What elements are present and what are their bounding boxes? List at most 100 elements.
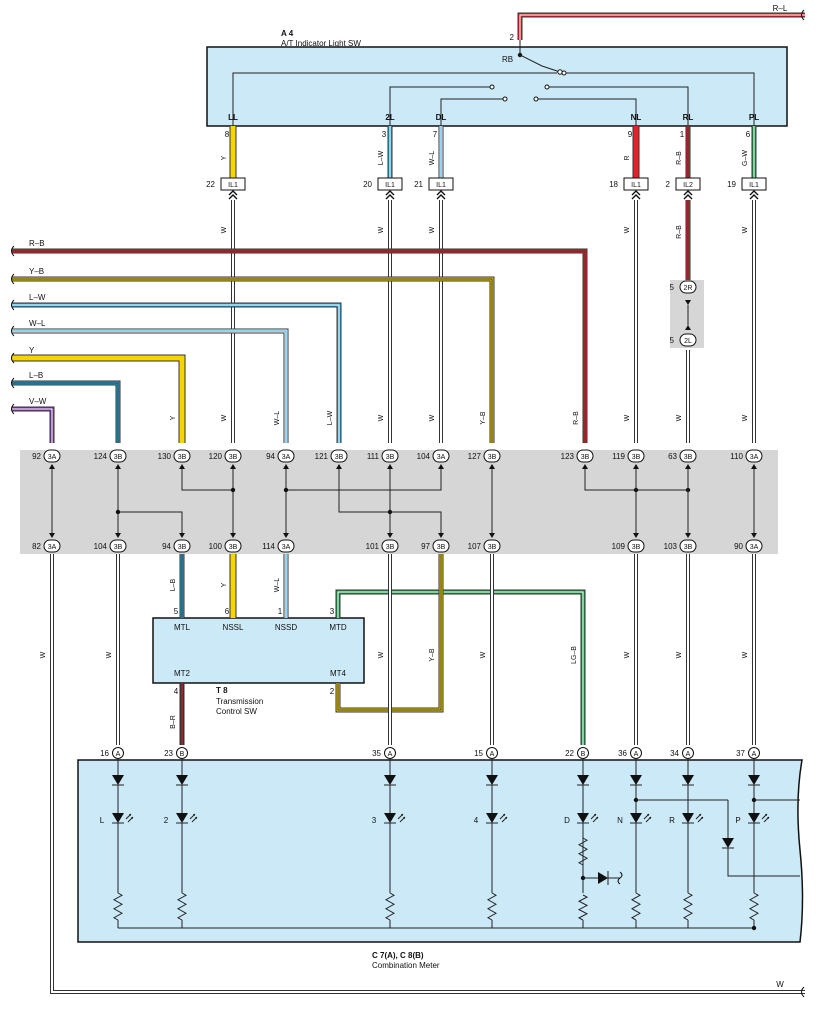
- junction-connector-bottom-label: 3B: [488, 544, 497, 551]
- junction-pin: 130: [158, 452, 172, 461]
- t8-terminal-label: MT2: [174, 669, 191, 678]
- diode: [630, 775, 642, 785]
- switch-t8-body: [152, 617, 365, 684]
- arrow-head: [751, 533, 757, 538]
- t8-terminal-label: NSSL: [223, 623, 244, 632]
- diode: [176, 813, 188, 823]
- wire-color-label: Y: [221, 155, 228, 160]
- wire-color-label: W: [378, 651, 385, 658]
- ground-junction: [751, 925, 757, 931]
- a4-pin-number: 9: [628, 130, 633, 139]
- meter-connector-label: A: [634, 751, 639, 758]
- resistor: [112, 892, 124, 921]
- meter-pin-number: 23: [164, 749, 173, 758]
- arrow-head: [633, 464, 639, 469]
- switch-trace-nl: [538, 98, 637, 126]
- meter-connector-label: A: [116, 751, 121, 758]
- meter-connector: [112, 747, 124, 759]
- meter-pin-number: 35: [372, 749, 381, 758]
- a4-pin-number: 6: [746, 130, 751, 139]
- t8-terminal-label: MTD: [329, 623, 347, 632]
- wire-supply: [518, 13, 805, 40]
- a4-pin-number: 8: [225, 130, 230, 139]
- junction-pin: 97: [421, 542, 430, 551]
- inline-connector: [220, 177, 246, 191]
- connector-chevron: [436, 190, 446, 196]
- junction-pin: 119: [612, 452, 625, 461]
- junction-pin: 82: [32, 542, 41, 551]
- connector-chevron: [683, 190, 693, 196]
- connector-chevron: [228, 190, 238, 196]
- meter-connector-label: A: [686, 751, 691, 758]
- diode: [630, 813, 642, 823]
- junction-connector-top-label: 3B: [178, 454, 187, 461]
- wire-color-label: W: [742, 414, 749, 421]
- wire-color-label: W–L: [274, 411, 281, 426]
- wire-color-label: L–W: [378, 150, 385, 165]
- wire-lg-b: [336, 590, 585, 745]
- junction-dot: [283, 487, 289, 493]
- meter-pin-number: 36: [618, 749, 627, 758]
- connector-chevron: [749, 194, 759, 200]
- t8-pin-number: 3: [330, 607, 335, 616]
- wire-color-label: W–L: [274, 578, 281, 593]
- arrow-head: [685, 464, 691, 469]
- meter-connector-label: A: [752, 751, 757, 758]
- meter-connector: [384, 747, 396, 759]
- inline-connector: [377, 177, 403, 191]
- junction-connector-bottom: [109, 539, 127, 553]
- arrow-head: [179, 464, 185, 469]
- t8-terminal-label: MT4: [330, 669, 347, 678]
- junction-pin: 90: [734, 542, 743, 551]
- switch-contact: [502, 96, 508, 102]
- led-ray-head: [505, 817, 507, 819]
- junction-connector-bottom-label: 3B: [229, 544, 238, 551]
- junction-connector-top-label: 3B: [386, 454, 395, 461]
- diode: [486, 775, 498, 785]
- switch-contact: [544, 84, 550, 90]
- meter-connector: [176, 747, 188, 759]
- arrow-head: [685, 325, 691, 330]
- led-ray-head: [649, 817, 651, 819]
- meter-pin-number: 22: [565, 749, 574, 758]
- wire-color-label: W: [429, 226, 436, 233]
- resistor: [682, 892, 694, 921]
- jb-trace: [338, 469, 390, 513]
- joint-connector-2r: [679, 280, 697, 294]
- junction-connector-top-label: 3A: [282, 454, 291, 461]
- wire-color-label: L–W: [327, 410, 334, 425]
- junction-connector-bottom: [173, 539, 191, 553]
- wire-break: [11, 273, 15, 285]
- arrow-head: [489, 464, 495, 469]
- wire-color-label: R–L: [773, 4, 788, 13]
- wire-v-w: [12, 407, 54, 443]
- arrow-head: [49, 533, 55, 538]
- resistor: [630, 892, 642, 921]
- connector-chevron: [683, 194, 693, 200]
- wire-supply-outline: [517, 12, 805, 40]
- inline-connector: [623, 177, 649, 191]
- junction-connector-bottom-label: 3A: [48, 544, 57, 551]
- joint-pin: 5: [670, 336, 675, 345]
- junction-dot: [230, 487, 236, 493]
- a4-terminal-label: NL: [631, 113, 642, 122]
- junction-pin: 127: [468, 452, 482, 461]
- wire-l-w-stripe: [12, 304, 340, 443]
- connector-chevron: [228, 194, 238, 200]
- meter-connector-label: B: [180, 751, 185, 758]
- inline-connector-pin: 2: [666, 180, 671, 189]
- cross-link: [727, 848, 800, 877]
- diode: [384, 813, 396, 823]
- resistor: [486, 892, 498, 921]
- wire-color-label: LG–B: [571, 646, 578, 664]
- a4-terminal-label: 2L: [385, 113, 394, 122]
- junction-pin: 107: [468, 542, 482, 551]
- inline-connector-pin: 22: [206, 180, 215, 189]
- junction-connector-bottom: [432, 539, 450, 553]
- wire-color-label: R–B: [676, 225, 683, 239]
- led-ray-head: [767, 817, 769, 819]
- junction-connector-bottom-label: 3B: [437, 544, 446, 551]
- wire-color-label: W: [429, 414, 436, 421]
- a4-pin-number: 3: [382, 130, 387, 139]
- led-ray-head: [503, 814, 505, 816]
